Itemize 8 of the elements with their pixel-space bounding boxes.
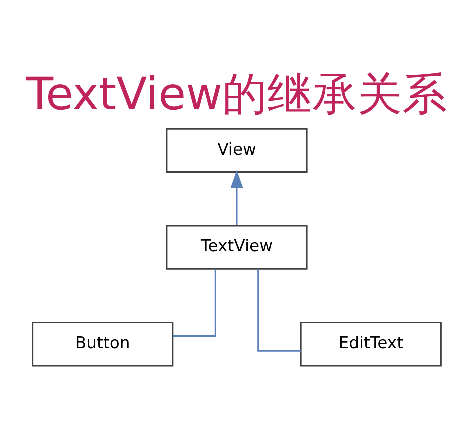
- diagram-title: TextView的继承关系: [26, 68, 448, 121]
- node-box: View: [166, 128, 308, 174]
- connector: [258, 270, 301, 352]
- node-box: EditText: [300, 322, 442, 367]
- arrow: [230, 170, 244, 226]
- node-box: TextView: [166, 225, 308, 270]
- connector: [173, 269, 216, 337]
- node-box: Button: [32, 322, 174, 367]
